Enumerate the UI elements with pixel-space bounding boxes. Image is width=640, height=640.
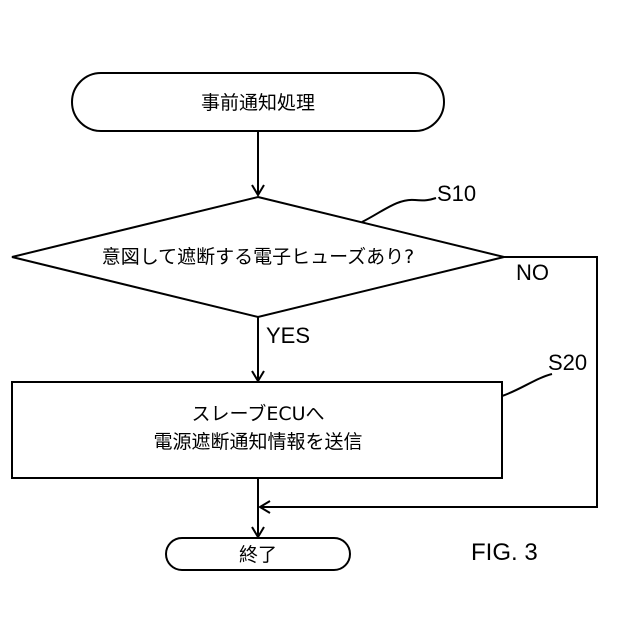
- process-label-line1: スレーブECUへ: [191, 402, 324, 425]
- yes-label: YES: [266, 323, 310, 348]
- end-label: 終了: [239, 544, 277, 566]
- no-label: NO: [516, 260, 549, 285]
- process-label-line2: 電源遮断通知情報を送信: [153, 431, 362, 453]
- figure-label: FIG. 3: [471, 539, 538, 566]
- process-step-label: S20: [548, 350, 587, 375]
- decision-step-label: S10: [437, 181, 476, 206]
- decision-step-leader: [362, 198, 436, 222]
- process-box: [12, 382, 502, 478]
- decision-label: 意図して遮断する電子ヒューズあり?: [102, 246, 415, 268]
- start-label: 事前通知処理: [201, 92, 315, 114]
- process-step-leader: [502, 374, 552, 396]
